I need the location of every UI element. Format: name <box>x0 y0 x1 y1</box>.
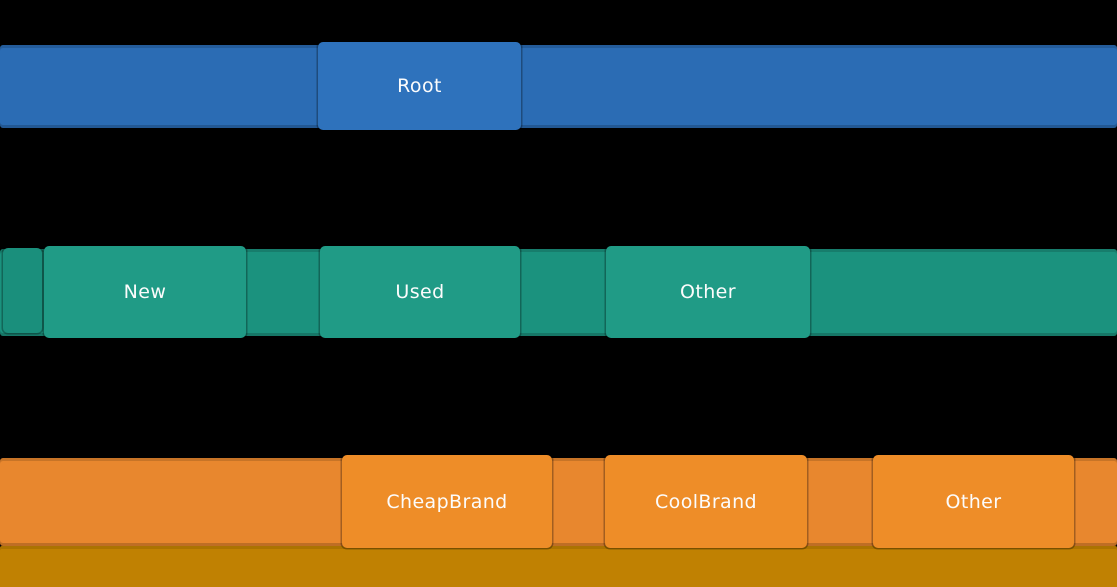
node-label: Other <box>680 281 736 303</box>
tree-node-l2-cheapbrand[interactable]: CheapBrand <box>342 455 552 548</box>
node-label: New <box>123 281 167 303</box>
tree-node-l2-coolbrand[interactable]: CoolBrand <box>605 455 807 548</box>
level-0-band <box>0 45 1117 128</box>
tree-node-l0-root[interactable]: Root <box>318 42 521 130</box>
node-label: Other <box>945 490 1002 513</box>
node-label: CoolBrand <box>655 490 757 513</box>
tree-node-l1-other[interactable]: Other <box>606 246 810 338</box>
tree-node-l2-other[interactable]: Other <box>873 455 1074 548</box>
next-level-truncated-band <box>0 546 1117 587</box>
tree-node-l1-unlabeled[interactable] <box>3 248 42 333</box>
node-label: Used <box>395 281 445 303</box>
tree-node-l1-new[interactable]: New <box>44 246 246 338</box>
tree-node-l1-used[interactable]: Used <box>320 246 520 338</box>
node-label: Root <box>397 75 442 97</box>
node-label: CheapBrand <box>386 490 508 513</box>
